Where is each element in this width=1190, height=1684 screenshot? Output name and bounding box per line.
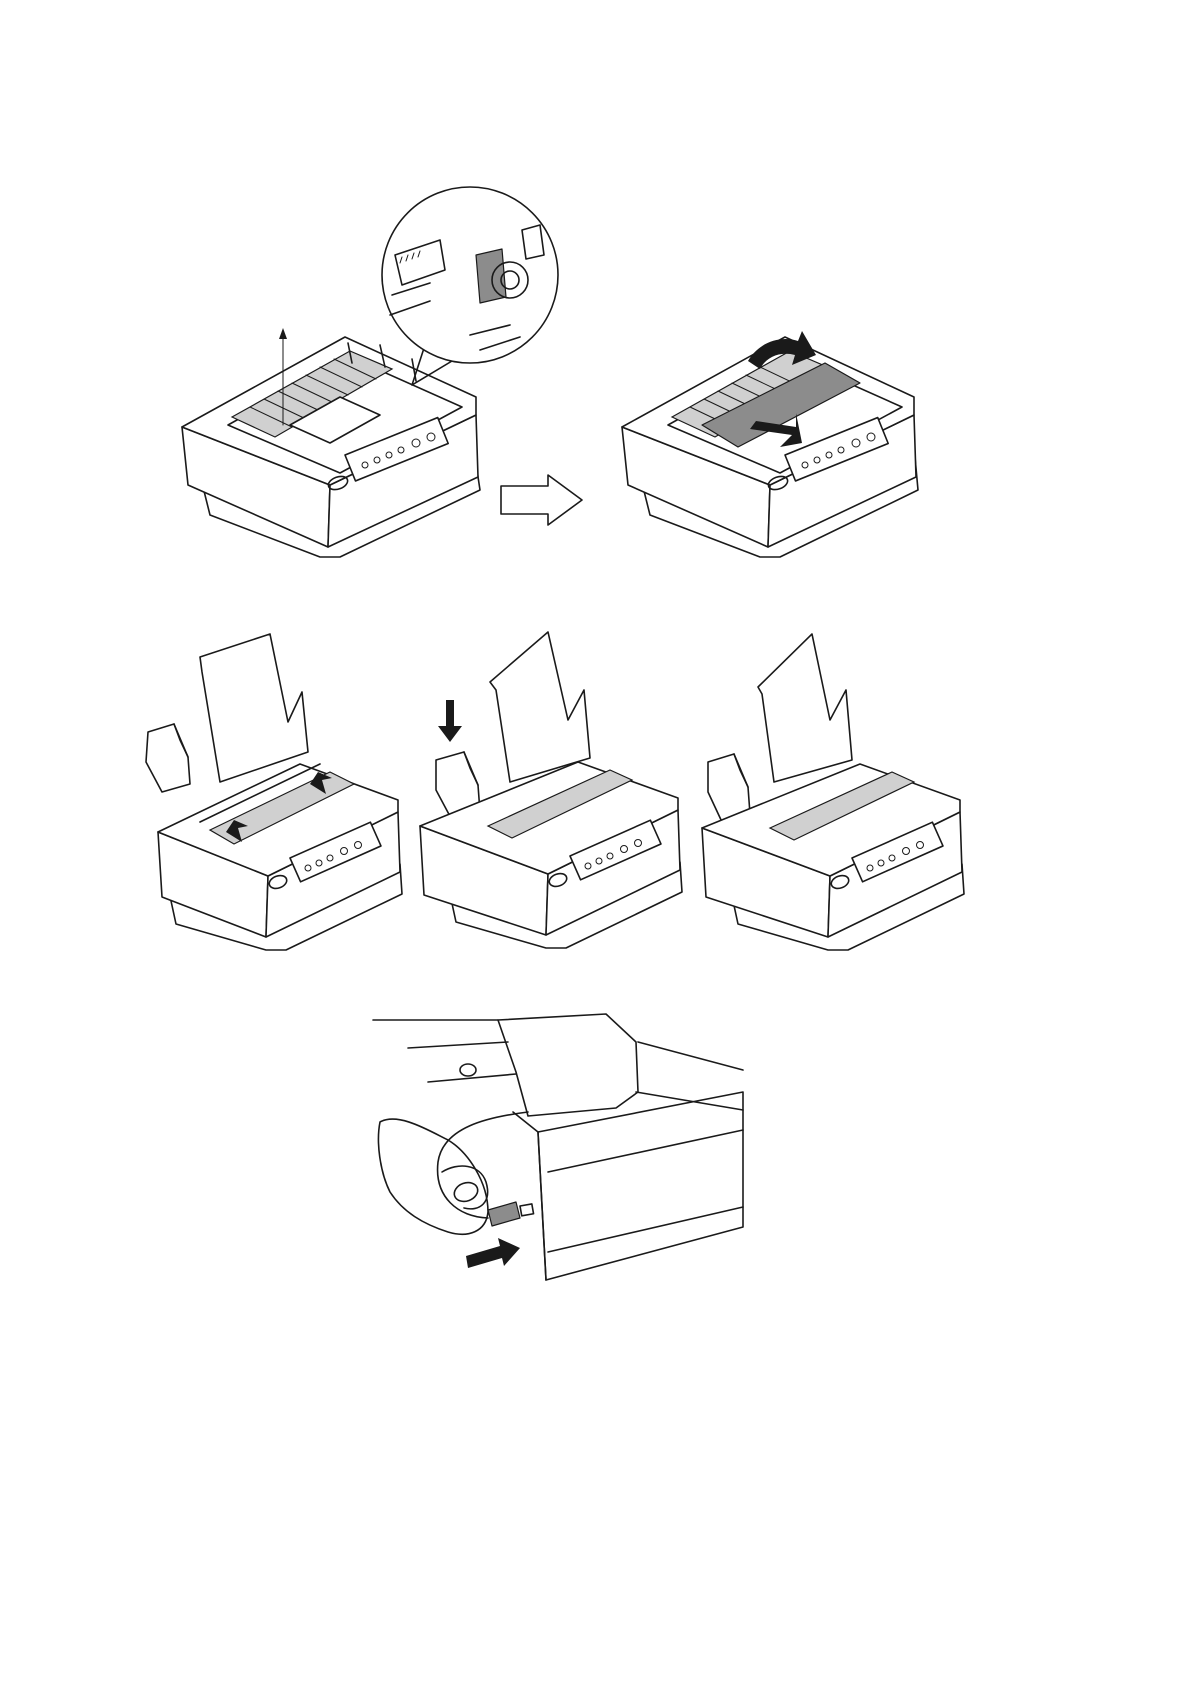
step-arrow-figure — [498, 472, 588, 532]
printer-icon — [146, 634, 402, 950]
printer-icon — [420, 632, 682, 948]
down-arrow-icon — [438, 700, 462, 742]
right-arrow-outline-icon — [501, 475, 582, 525]
cable-connect-figure — [368, 1012, 748, 1282]
printer-icon — [702, 634, 964, 950]
push-arrow-icon — [466, 1238, 520, 1268]
printer-icon — [182, 337, 480, 557]
printer-assembled-figure — [700, 632, 970, 950]
printer-remove-tractor-figure — [620, 325, 925, 560]
printer-insert-roller-figure — [130, 632, 410, 950]
printer-open-gear-detail-figure — [180, 185, 510, 560]
printer-icon — [622, 337, 918, 557]
printer-press-lever-figure — [418, 630, 688, 950]
magnifier-callout-icon — [382, 187, 558, 385]
hand-icon — [378, 1119, 488, 1234]
